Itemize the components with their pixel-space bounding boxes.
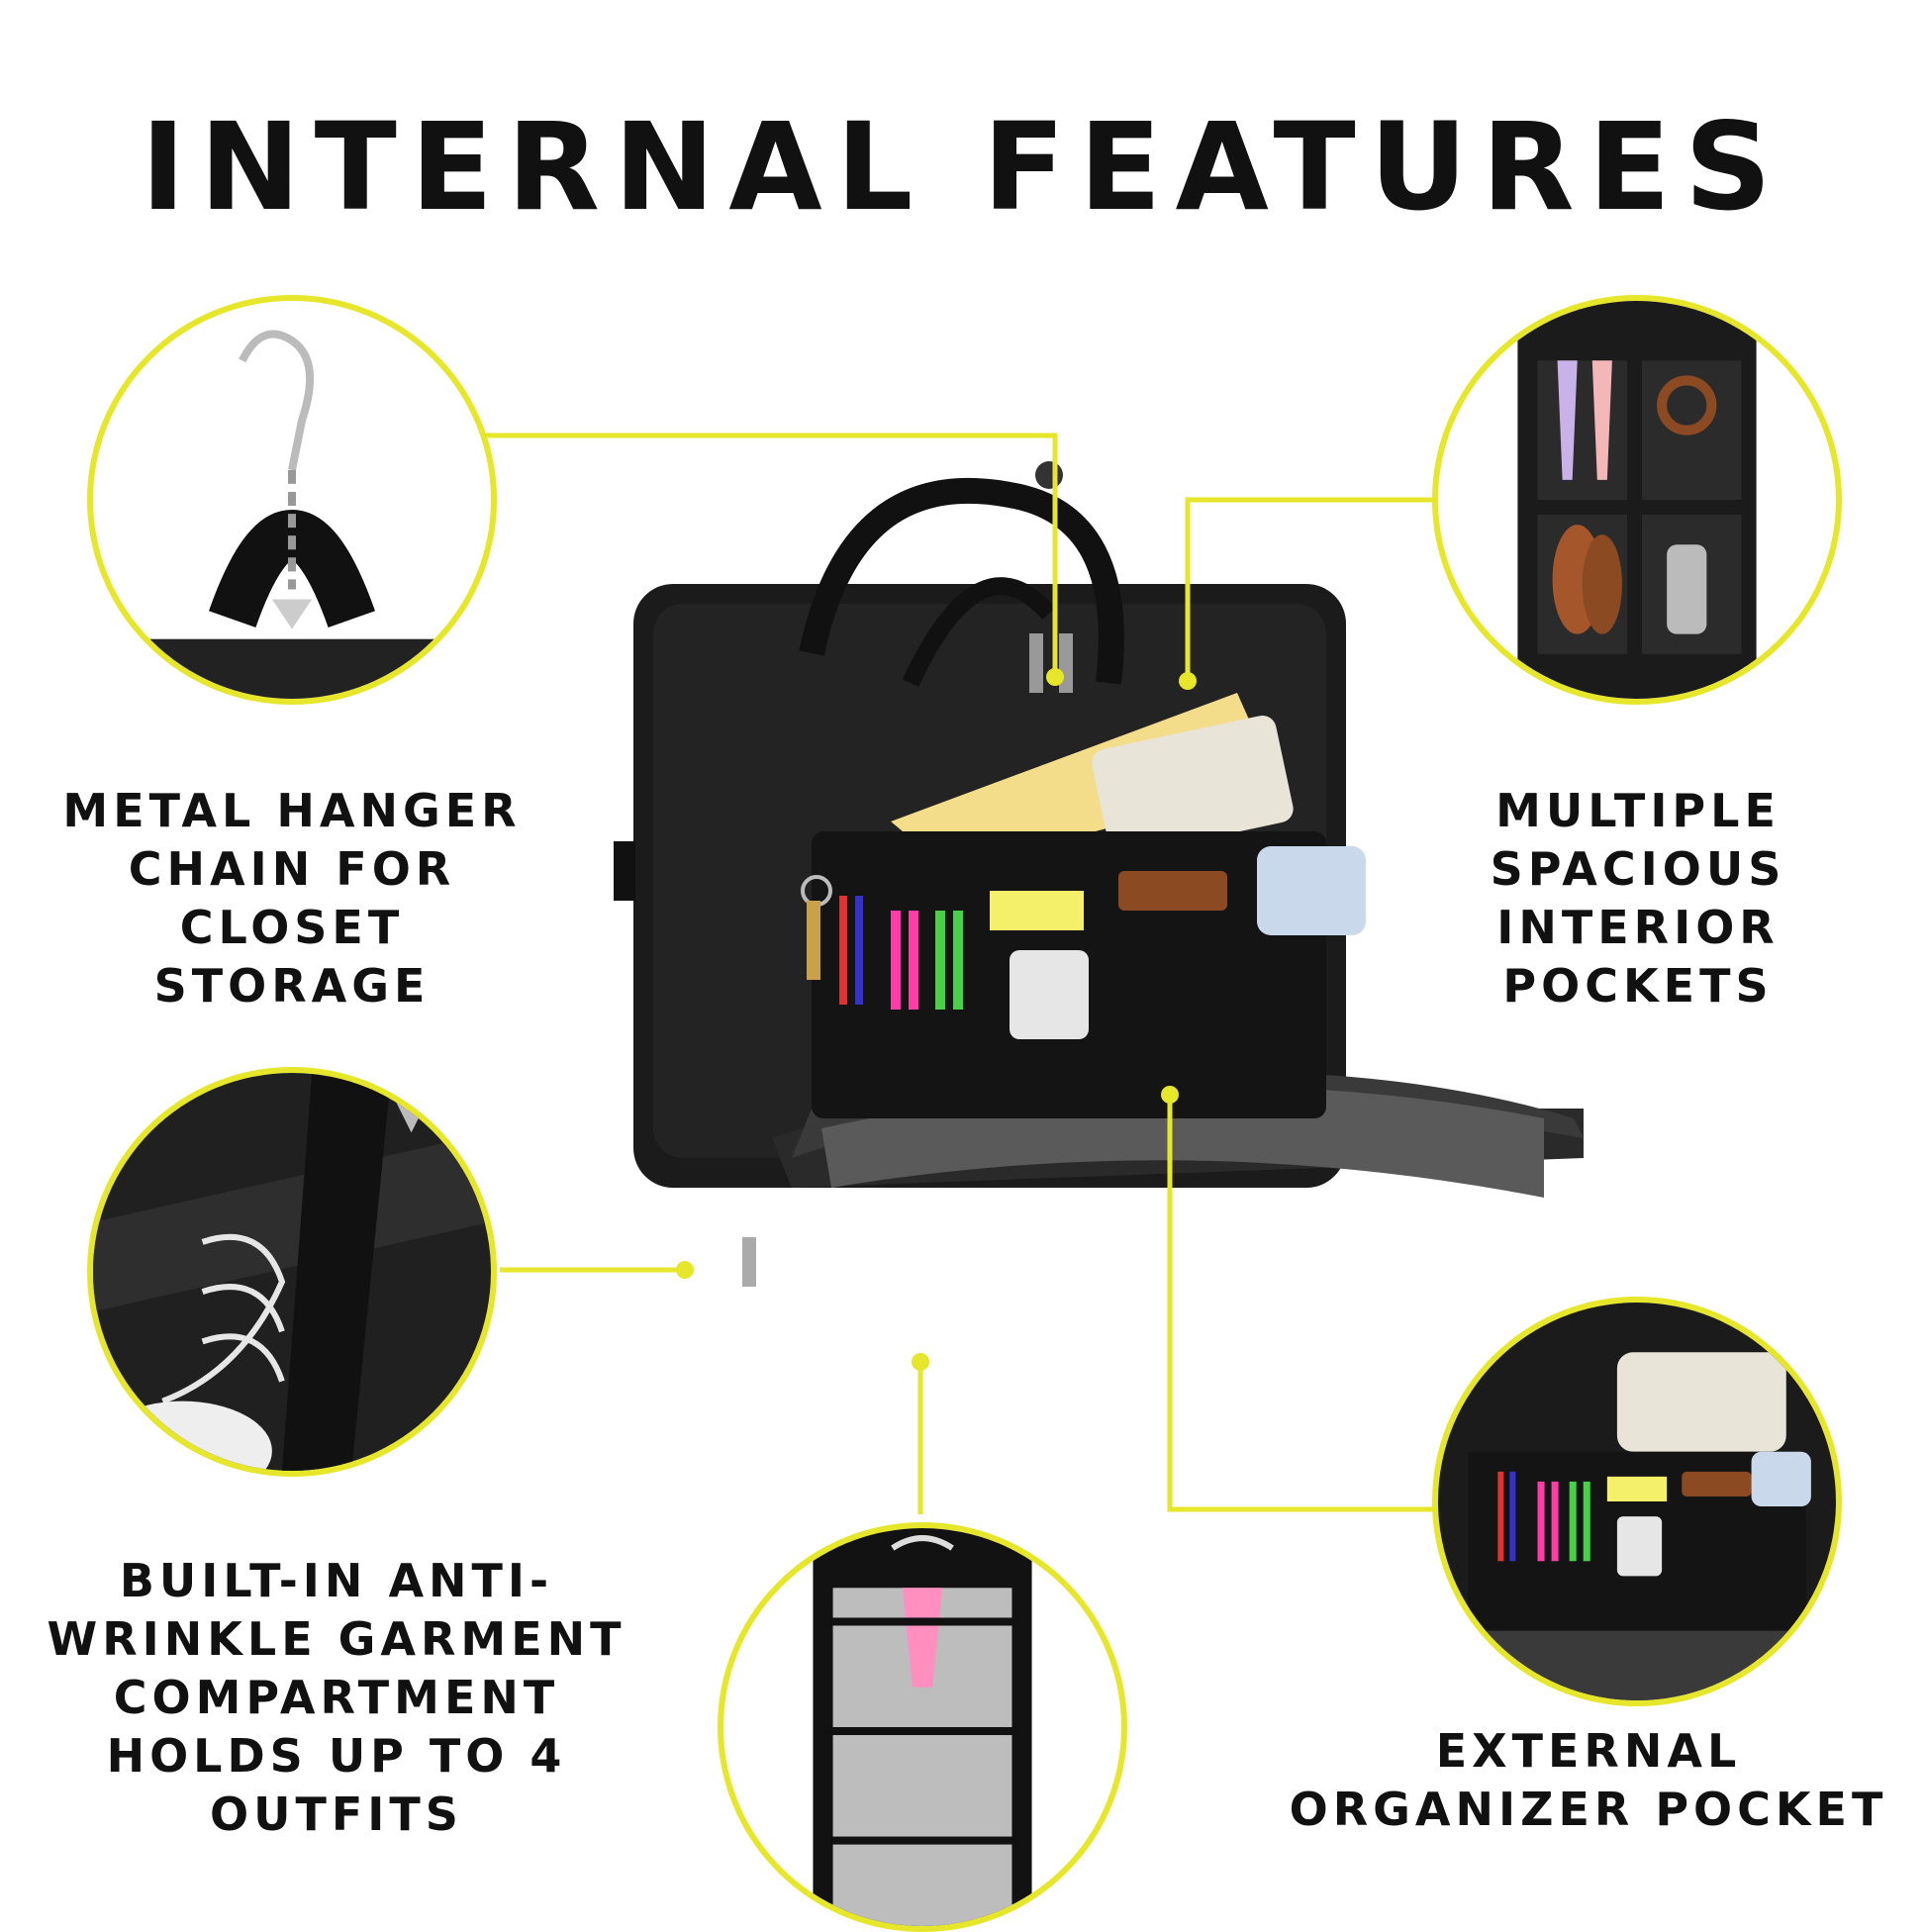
garment-compartment-detail bbox=[718, 1522, 1127, 1932]
organizer-caption: EXTERNAL ORGANIZER POCKET bbox=[1289, 1724, 1888, 1836]
pockets-caption: MULTIPLE SPACIOUS INTERIOR POCKETS bbox=[1490, 784, 1786, 1013]
garment-caption: BUILT-IN ANTI- WRINKLE GARMENT COMPARTME… bbox=[47, 1554, 626, 1841]
interior-pockets-detail bbox=[1432, 295, 1842, 705]
hanger-caption: METAL HANGER CHAIN FOR CLOSET STORAGE bbox=[62, 784, 522, 1013]
anti-wrinkle-strap-detail bbox=[87, 1067, 497, 1477]
external-organizer-detail bbox=[1432, 1297, 1842, 1706]
hanger-chain-detail bbox=[87, 295, 497, 705]
page-title: INTERNAL FEATURES bbox=[141, 97, 1785, 238]
garment-bag-image bbox=[614, 461, 1584, 1287]
connector-lines bbox=[475, 433, 1440, 1514]
connector-dots bbox=[676, 668, 1197, 1371]
